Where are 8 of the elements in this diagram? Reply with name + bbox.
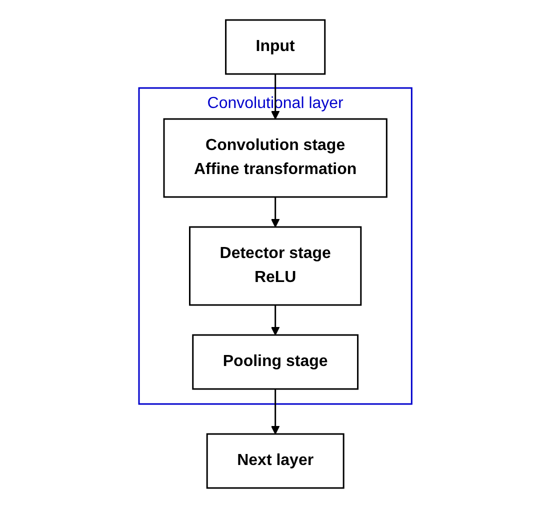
arrow (270, 388, 280, 434)
arrow (270, 304, 280, 335)
arrow (270, 196, 280, 227)
node-box: Convolution stage Affine transformation (162, 118, 388, 198)
node-box: Detector stage ReLU (188, 226, 362, 306)
node-box: Next layer (206, 432, 344, 488)
node-box: Input (224, 18, 326, 74)
node-box: Pooling stage (192, 334, 358, 390)
